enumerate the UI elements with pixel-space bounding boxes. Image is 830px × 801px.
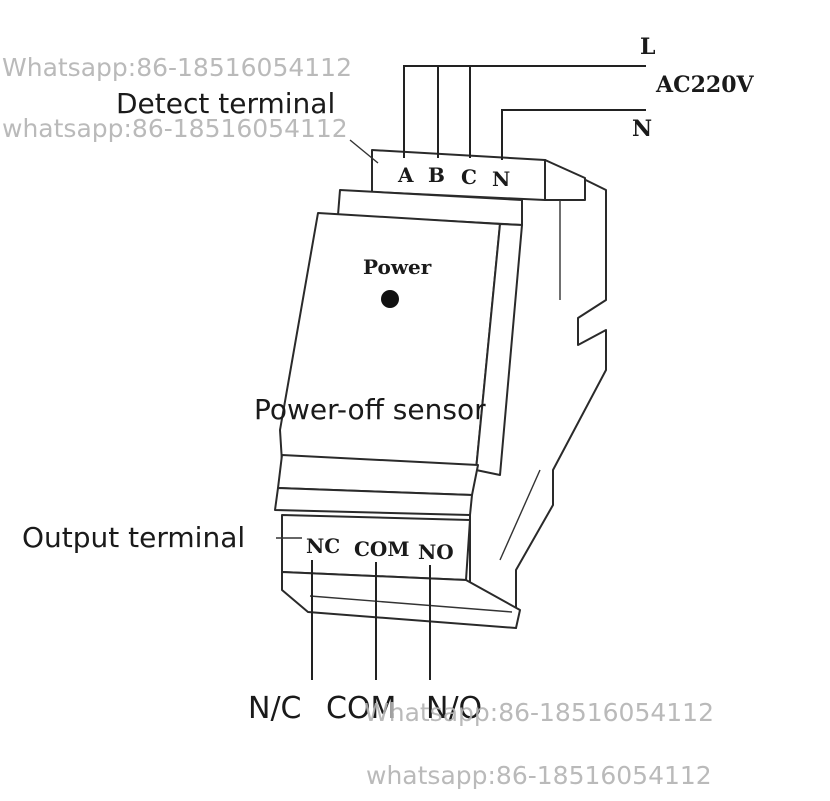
terminal-nc-label: NC	[306, 534, 340, 558]
wire-nc-label: N/C	[248, 691, 302, 726]
watermark-text: whatsapp:86-18516054112	[366, 761, 712, 790]
power-led-icon	[381, 290, 399, 308]
terminal-no-label: NO	[418, 540, 454, 564]
detect-terminal-leader	[349, 139, 379, 164]
terminal-b-label: B	[428, 163, 445, 187]
watermark-text: Whatsapp:86-18516054112	[364, 698, 714, 727]
supply-l-label: L	[640, 34, 655, 60]
wire-no-label: N/O	[426, 691, 482, 726]
device-body	[274, 149, 607, 629]
supply-n-label: N	[632, 116, 652, 142]
output-terminal-label: Output terminal	[22, 521, 245, 554]
watermark-text: whatsapp:86-18516054112	[2, 114, 348, 143]
input-wires	[403, 65, 646, 160]
terminal-a-label: A	[397, 163, 414, 187]
wire-com-label: COM	[326, 691, 396, 726]
terminal-com-label: COM	[354, 537, 409, 561]
detect-terminal-label: Detect terminal	[116, 87, 335, 120]
output-wires	[311, 560, 431, 680]
terminal-n-label: N	[492, 167, 510, 191]
power-label: Power	[363, 255, 432, 279]
watermark-text: Whatsapp:86-18516054112	[2, 53, 352, 82]
power-off-sensor-label: Power-off sensor	[254, 393, 486, 426]
supply-voltage-label: AC220V	[655, 72, 755, 98]
terminal-c-label: C	[461, 165, 477, 189]
input-terminal-labels: A B C N	[397, 163, 510, 191]
output-terminal-labels: NC COM NO	[306, 534, 454, 564]
